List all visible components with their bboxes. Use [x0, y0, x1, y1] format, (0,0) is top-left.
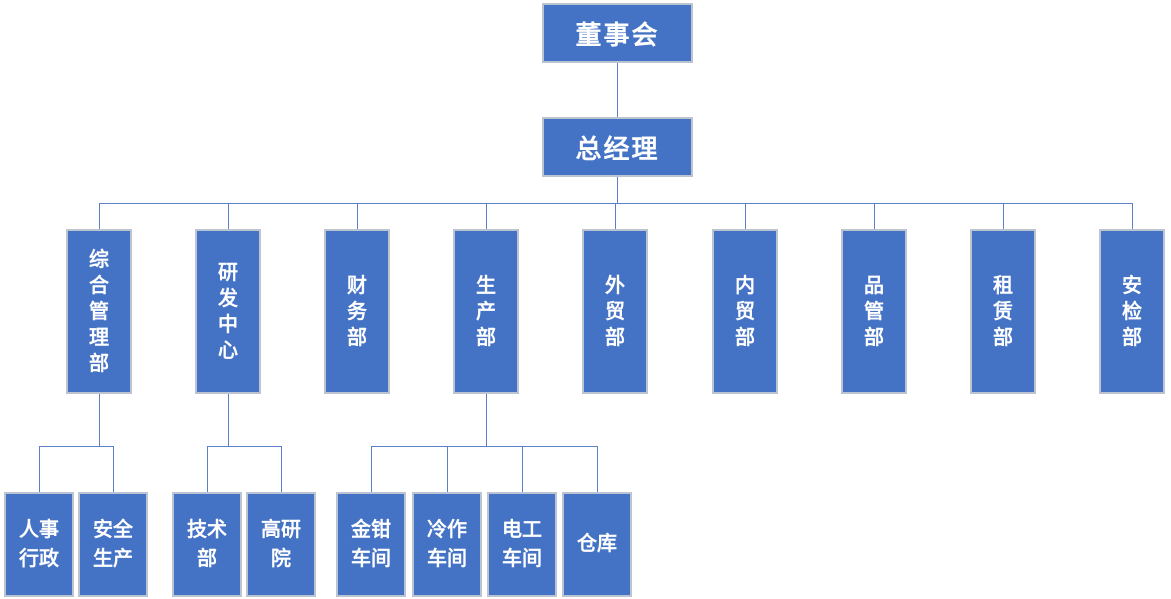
- connector-child-drop: [597, 446, 598, 492]
- connector-bus-drop: [228, 203, 229, 229]
- org-node-cold-work-workshop: 冷作车间: [412, 492, 482, 597]
- org-node-dept-foreign-trade: 外贸部: [582, 229, 648, 394]
- org-node-research-institute: 高研院: [246, 492, 316, 597]
- connector-bus-drop: [615, 203, 616, 229]
- node-label: 综合管理部: [89, 248, 109, 375]
- org-node-hr-admin: 人事行政: [4, 492, 74, 597]
- org-node-dept-rd-center: 研发中心: [195, 229, 261, 394]
- org-node-dept-quality-control: 品管部: [841, 229, 907, 394]
- connector-production-stem: [486, 394, 487, 446]
- connector-child-drop: [371, 446, 372, 492]
- org-node-dept-domestic-trade: 内贸部: [712, 229, 778, 394]
- connector-production-bus: [371, 446, 597, 447]
- connector-bus-drop: [1003, 203, 1004, 229]
- node-label: 技术部: [187, 518, 227, 570]
- node-label: 董事会: [575, 19, 660, 50]
- connector-child-drop: [207, 446, 208, 492]
- connector-rd-bus: [207, 446, 281, 447]
- connector-comprehensive-bus: [39, 446, 113, 447]
- node-label: 外贸部: [605, 274, 625, 349]
- org-node-metal-clamp-workshop: 金钳车间: [336, 492, 406, 597]
- connector-child-drop: [281, 446, 282, 492]
- connector-bus-drop: [99, 203, 100, 229]
- node-label: 仓库: [577, 533, 617, 555]
- node-label: 金钳车间: [351, 518, 391, 570]
- node-label: 安全生产: [93, 518, 133, 570]
- connector-bus-drop: [486, 203, 487, 229]
- node-label: 租赁部: [993, 274, 1013, 349]
- node-label: 财务部: [347, 274, 367, 349]
- connector-bus-drop: [745, 203, 746, 229]
- connector-gm-to-bus: [617, 177, 618, 203]
- connector-bus-drop: [357, 203, 358, 229]
- connector-board-to-gm: [617, 63, 618, 117]
- connector-rd-stem: [228, 394, 229, 446]
- connector-child-drop: [522, 446, 523, 492]
- org-node-dept-comprehensive-management: 综合管理部: [66, 229, 132, 394]
- node-label: 冷作车间: [427, 518, 467, 570]
- connector-bus-drop: [874, 203, 875, 229]
- org-node-board-of-directors: 董事会: [542, 3, 693, 63]
- org-node-technology-dept: 技术部: [172, 492, 242, 597]
- org-node-warehouse: 仓库: [562, 492, 632, 597]
- connector-comprehensive-stem: [99, 394, 100, 446]
- org-node-electrician-workshop: 电工车间: [487, 492, 557, 597]
- org-node-dept-production: 生产部: [453, 229, 519, 394]
- connector-bus-drop: [1132, 203, 1133, 229]
- node-label: 人事行政: [19, 518, 59, 570]
- org-node-dept-safety-inspection: 安检部: [1099, 229, 1165, 394]
- connector-child-drop: [113, 446, 114, 492]
- node-label: 生产部: [476, 274, 496, 349]
- node-label: 内贸部: [735, 274, 755, 349]
- node-label: 电工车间: [502, 518, 542, 570]
- node-label: 品管部: [864, 274, 884, 349]
- org-node-safety-production: 安全生产: [78, 492, 148, 597]
- node-label: 研发中心: [218, 261, 238, 362]
- org-node-dept-finance: 财务部: [324, 229, 390, 394]
- node-label: 总经理: [575, 133, 660, 164]
- connector-child-drop: [39, 446, 40, 492]
- connector-child-drop: [447, 446, 448, 492]
- org-node-dept-leasing: 租赁部: [970, 229, 1036, 394]
- node-label: 高研院: [261, 518, 301, 570]
- node-label: 安检部: [1122, 274, 1142, 349]
- org-node-general-manager: 总经理: [542, 117, 693, 177]
